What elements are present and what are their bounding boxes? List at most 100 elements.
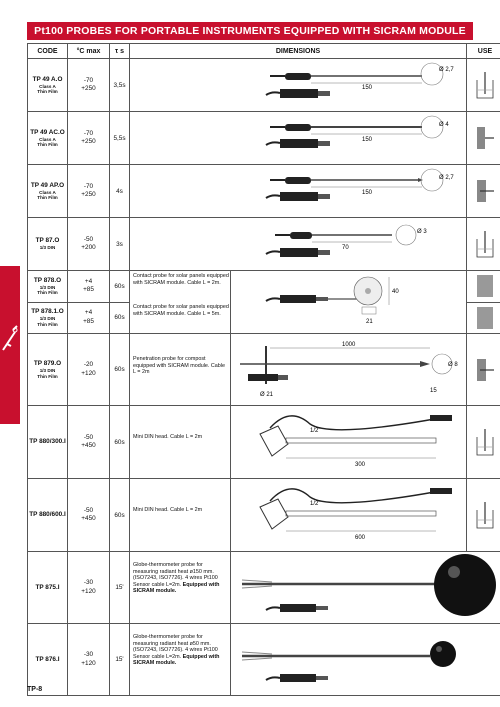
dimension-drawing: 150 Ø 4: [129, 111, 467, 165]
probe-drawing: 70 Ø 3: [265, 224, 427, 257]
code-cell: TP 876.I: [27, 623, 68, 696]
use-icon-cell: [466, 333, 500, 406]
tau-cell: 60s: [109, 478, 130, 552]
tau-cell: 5,5s: [109, 111, 130, 165]
dimension-drawing: 70 Ø 3: [129, 217, 467, 271]
header-tau: τ s: [109, 43, 130, 59]
tau-cell: 60s: [109, 301, 130, 334]
description: Penetration probe for compost equipped w…: [133, 356, 225, 376]
header-row: CODE °C max τ s DIMENSIONS USE: [27, 43, 500, 59]
probe-icon: [2, 325, 18, 351]
surface-icon: [477, 275, 493, 298]
tau-cell: 60s: [109, 405, 130, 479]
header-use: USE: [466, 43, 500, 59]
tau-cell: 3,5s: [109, 58, 130, 112]
temp-cell: -20+120: [67, 333, 110, 406]
temp-cell: -50+450: [67, 405, 110, 479]
temp-cell: -30+120: [67, 551, 110, 624]
code-cell: TP 880/600.I: [27, 478, 68, 552]
svg-text:1/2": 1/2": [310, 501, 320, 507]
surface-icon: [477, 127, 494, 149]
use-icon-cell: [466, 405, 500, 479]
probe-drawing: 150 Ø 4: [265, 115, 449, 148]
beaker-icon: [476, 72, 494, 99]
svg-text:150: 150: [362, 137, 373, 143]
svg-text:Ø 4: Ø 4: [439, 122, 449, 128]
probe-table: CODE °C max τ s DIMENSIONS USE TP 49 A.O…: [27, 43, 500, 696]
svg-text:Ø 8: Ø 8: [448, 362, 458, 368]
svg-text:Ø 21: Ø 21: [260, 392, 274, 398]
beaker-icon: [476, 429, 494, 456]
use-icon-cell: [466, 111, 500, 165]
svg-text:Ø 2,7: Ø 2,7: [439, 175, 454, 181]
code-cell: TP 880/300.I: [27, 405, 68, 479]
probe-drawing: 600 1/2": [259, 488, 452, 541]
table-row: TP 880/600.I -50+450 60s Mini DIN head. …: [27, 478, 500, 552]
description: Globe-thermometer probe for measuring ra…: [133, 562, 220, 595]
probe-drawing: 150 Ø 2,7: [265, 62, 454, 98]
svg-text:Ø 3: Ø 3: [417, 229, 427, 235]
code-cell: TP 875.I: [27, 551, 68, 624]
svg-text:150: 150: [362, 190, 373, 196]
tau-cell: 15': [109, 551, 130, 624]
svg-text:Ø 2,7: Ø 2,7: [439, 67, 454, 73]
use-icon-cell: [466, 217, 500, 271]
svg-text:1/2": 1/2": [310, 428, 320, 434]
svg-text:15: 15: [430, 388, 437, 394]
description: Contact probe for solar panels equipped …: [133, 273, 229, 286]
probe-drawing: 150 Ø 2,7: [265, 168, 454, 201]
dimension-drawing: Mini DIN head. Cable L = 2m 300 1/2": [129, 405, 467, 479]
use-icon-cell: [466, 478, 500, 552]
header-code: CODE: [27, 43, 68, 59]
page-title: Pt100 PROBES FOR PORTABLE INSTRUMENTS EQ…: [27, 22, 473, 40]
probe-drawing: [241, 554, 496, 616]
temp-cell: -70+250: [67, 58, 110, 112]
penetration-icon: [477, 358, 494, 381]
description: Mini DIN head. Cable L = 2m: [133, 434, 203, 440]
tau-cell: 15': [109, 623, 130, 696]
surface-icon: [477, 306, 493, 329]
beaker-icon: [476, 502, 494, 529]
probe-drawing: 1000 Ø 8 Ø 21 15: [240, 342, 458, 398]
use-icon-cell: [466, 301, 500, 334]
beaker-icon: [476, 231, 494, 258]
probe-drawing: 300 1/2": [259, 415, 452, 468]
svg-text:40: 40: [392, 289, 399, 295]
tau-cell: 60s: [109, 270, 130, 303]
use-icon-cell: [466, 270, 500, 303]
header-dimensions: DIMENSIONS: [129, 43, 467, 59]
dimension-drawing: 150 Ø 2,7: [129, 164, 467, 218]
svg-text:150: 150: [362, 85, 373, 91]
dimension-drawing: Contact probe for solar panels equipped …: [129, 270, 467, 334]
svg-text:21: 21: [366, 319, 373, 325]
temp-cell: -30+120: [67, 623, 110, 696]
header-temp: °C max: [67, 43, 110, 59]
svg-text:600: 600: [355, 535, 366, 541]
temp-cell: -70+250: [67, 164, 110, 218]
dimension-drawing: Globe-thermometer probe for measuring ra…: [129, 623, 500, 696]
dimension-drawing: Mini DIN head. Cable L = 2m 600 1/2": [129, 478, 467, 552]
description: Contact probe for solar panels equipped …: [133, 304, 229, 317]
description: Mini DIN head. Cable L = 2m: [133, 507, 203, 513]
dimension-drawing: 150 Ø 2,7: [129, 58, 467, 112]
svg-text:1000: 1000: [342, 342, 356, 348]
use-icon-cell: [466, 58, 500, 112]
temp-cell: +4+85: [67, 301, 110, 334]
table-row: TP 880/300.I -50+450 60s Mini DIN head. …: [27, 405, 500, 479]
dimension-drawing: Penetration probe for compost equipped w…: [129, 333, 467, 406]
table-row: TP 876.I -30+120 15' Globe-thermometer p…: [27, 623, 500, 696]
description: Globe-thermometer probe for measuring ra…: [133, 634, 220, 667]
tau-cell: 4s: [109, 164, 130, 218]
